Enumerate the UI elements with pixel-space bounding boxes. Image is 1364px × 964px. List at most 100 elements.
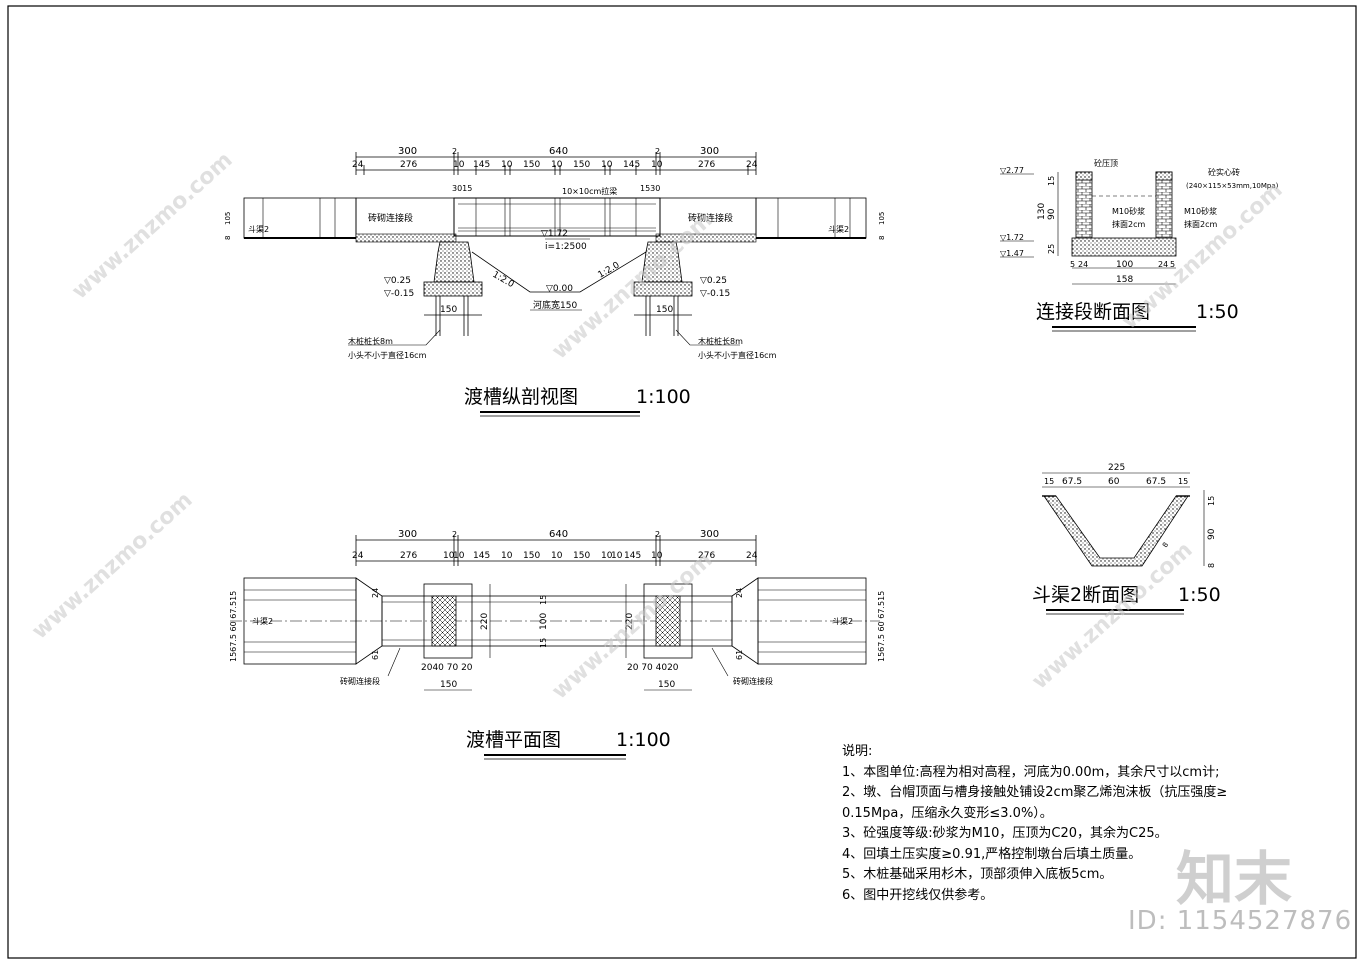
dim-10: 10 — [453, 160, 465, 170]
plan-pier-dims-right: 20 70 4020 — [627, 663, 679, 673]
dim-24: 24 — [746, 160, 758, 170]
dim-145: 145 — [623, 160, 640, 170]
plan-pier-dims-left: 2040 70 20 — [421, 663, 473, 673]
plan-dim-24: 24 — [746, 551, 758, 561]
plan-dim-10: 10 — [551, 551, 563, 561]
conn-dim-24-r: 24 — [1158, 260, 1168, 269]
dim-3015: 3015 — [452, 184, 472, 193]
conn-top-label: 砼压顶 — [1094, 158, 1118, 168]
title-canal: 斗渠2断面图 — [1032, 584, 1139, 606]
dim-2-left: 2 — [452, 147, 457, 156]
plan-pier-width-left: 150 — [440, 680, 457, 690]
canal-dim-60: 60 — [1108, 477, 1120, 487]
plan-masonry-right: 砖砌连接段 — [733, 676, 773, 686]
elev-1-72: ▽1.72 — [541, 229, 568, 239]
scale-connection: 1:50 — [1196, 301, 1239, 323]
conn-dim-130: 130 — [1037, 203, 1047, 220]
dim-300-right: 300 — [700, 146, 719, 157]
notes-heading: 说明: — [842, 744, 873, 759]
dim-10: 10 — [651, 160, 663, 170]
side-slope-right: 1:2.0 — [597, 260, 622, 280]
canal-label-left: 斗渠2 — [248, 224, 269, 234]
plan-pier-width-right: 150 — [658, 680, 675, 690]
conn-elev-1: ▽2.77 — [1000, 166, 1024, 175]
dim-105-left: 105 — [224, 212, 232, 225]
conn-dim-90: 90 — [1047, 208, 1057, 220]
plan-width-100: 100 — [539, 613, 549, 630]
bed-width-label: 河底宽150 — [533, 299, 577, 311]
conn-dim-25: 25 — [1047, 244, 1056, 254]
dim-10: 10 — [501, 160, 513, 170]
longitudinal-section: 300 2 640 2 300 24 276 10 145 10 150 10 … — [224, 146, 886, 417]
canal-dim-225: 225 — [1108, 463, 1125, 473]
canal-section: 225 15 67.5 60 67.5 15 15 90 8 8 斗渠2断面图 … — [1032, 463, 1221, 615]
dim-276: 276 — [400, 160, 417, 170]
pier-elev-bottom-right: ▽-0.15 — [700, 289, 730, 299]
note-item: 1、本图单位:高程为相对高程，河底为0.00m，其余尺寸以cm计; — [842, 764, 1220, 780]
plan-dim-10: 10 — [611, 551, 623, 561]
canal-dim-15-l: 15 — [1044, 477, 1054, 486]
dim-276: 276 — [698, 160, 715, 170]
masonry-label-right: 砖砌连接段 — [688, 212, 733, 224]
dim-640: 640 — [549, 146, 568, 157]
notes-block: 说明: 1、本图单位:高程为相对高程，河底为0.00m，其余尺寸以cm计; 2、… — [842, 742, 1322, 906]
brand-watermark: 知末 — [1176, 845, 1293, 913]
plan-dim-10: 10 — [501, 551, 513, 561]
dim-150: 150 — [523, 160, 540, 170]
conn-elev-3: ▽1.47 — [1000, 249, 1024, 258]
conn-elev-2: ▽1.72 — [1000, 233, 1024, 242]
plan-dim-2-right: 2 — [655, 530, 660, 539]
plan-dim-24: 24 — [352, 551, 364, 561]
title-longitudinal: 渡槽纵剖视图 — [464, 386, 578, 408]
conn-dim-15: 15 — [1047, 176, 1056, 186]
scale-longitudinal: 1:100 — [636, 386, 691, 408]
canal-label-right: 斗渠2 — [828, 224, 849, 234]
dim-145: 145 — [473, 160, 490, 170]
dim-150: 150 — [573, 160, 590, 170]
plan-right-dims: 1567.5 60 67.515 — [877, 591, 886, 662]
note-item: 3、砼强度等级:砂浆为M10，压顶为C20，其余为C25。 — [842, 826, 1168, 841]
note-item: 6、图中开挖线仅供参考。 — [842, 887, 994, 903]
pile-text-left-2: 小头不小于直径16cm — [348, 350, 427, 360]
beam-label: 10×10cm拉梁 — [562, 186, 617, 196]
plan-dim-2-left: 2 — [452, 530, 457, 539]
pier-elev-top-right: ▽0.25 — [700, 276, 727, 286]
pier-width-left: 150 — [440, 305, 457, 315]
plan-dim-145: 145 — [473, 551, 490, 561]
plan-dim-145: 145 — [624, 551, 641, 561]
plan-masonry-left: 砖砌连接段 — [340, 676, 380, 686]
plan-width-220-left: 220 — [480, 613, 490, 630]
plan-dim-61-left: 61 — [371, 650, 380, 660]
plan-dim-276: 276 — [400, 551, 417, 561]
canal-dim-8-v: 8 — [1207, 563, 1216, 568]
slope-label: i=1:2500 — [545, 242, 587, 252]
dim-105-right: 105 — [878, 212, 886, 225]
conn-mortar-left-2: 抹面2cm — [1112, 219, 1145, 229]
note-item: 0.15Mpa，压缩永久变形≤3.0%）。 — [842, 805, 1053, 821]
connection-section: 砼压顶 砼实心砖 (240×115×53mm,10Mpa) M10砂浆 抹面2c… — [1000, 158, 1279, 332]
plan-dim-24-left: 24 — [371, 588, 380, 598]
conn-brick-spec: (240×115×53mm,10Mpa) — [1186, 182, 1279, 190]
pier-elev-bottom-left: ▽-0.15 — [384, 289, 414, 299]
pier-elev-top-left: ▽0.25 — [384, 276, 411, 286]
elev-0-00: ▽0.00 — [546, 284, 573, 294]
pile-text-right-2: 小头不小于直径16cm — [698, 350, 777, 360]
conn-brick-label: 砼实心砖 — [1208, 167, 1240, 177]
title-connection: 连接段断面图 — [1036, 301, 1150, 323]
canal-dim-90-v: 90 — [1207, 528, 1217, 540]
plan-dim-300-right: 300 — [700, 529, 719, 540]
plan-dim-24-right: 24 — [735, 588, 744, 598]
canal-dim-15-v: 15 — [1207, 496, 1216, 506]
dim-8-right: 8 — [878, 236, 886, 240]
plan-canal-left: 斗渠2 — [252, 616, 273, 626]
plan-dim-300-left: 300 — [398, 529, 417, 540]
plan-dim-61-right: 61 — [735, 650, 744, 660]
dim-10: 10 — [551, 160, 563, 170]
plan-dim-276: 276 — [698, 551, 715, 561]
dim-1530: 1530 — [640, 184, 660, 193]
plan-canal-right: 斗渠2 — [832, 616, 853, 626]
title-plan: 渡槽平面图 — [466, 729, 561, 751]
pier-width-right: 150 — [656, 305, 673, 315]
drawing-frame — [7, 5, 1357, 959]
